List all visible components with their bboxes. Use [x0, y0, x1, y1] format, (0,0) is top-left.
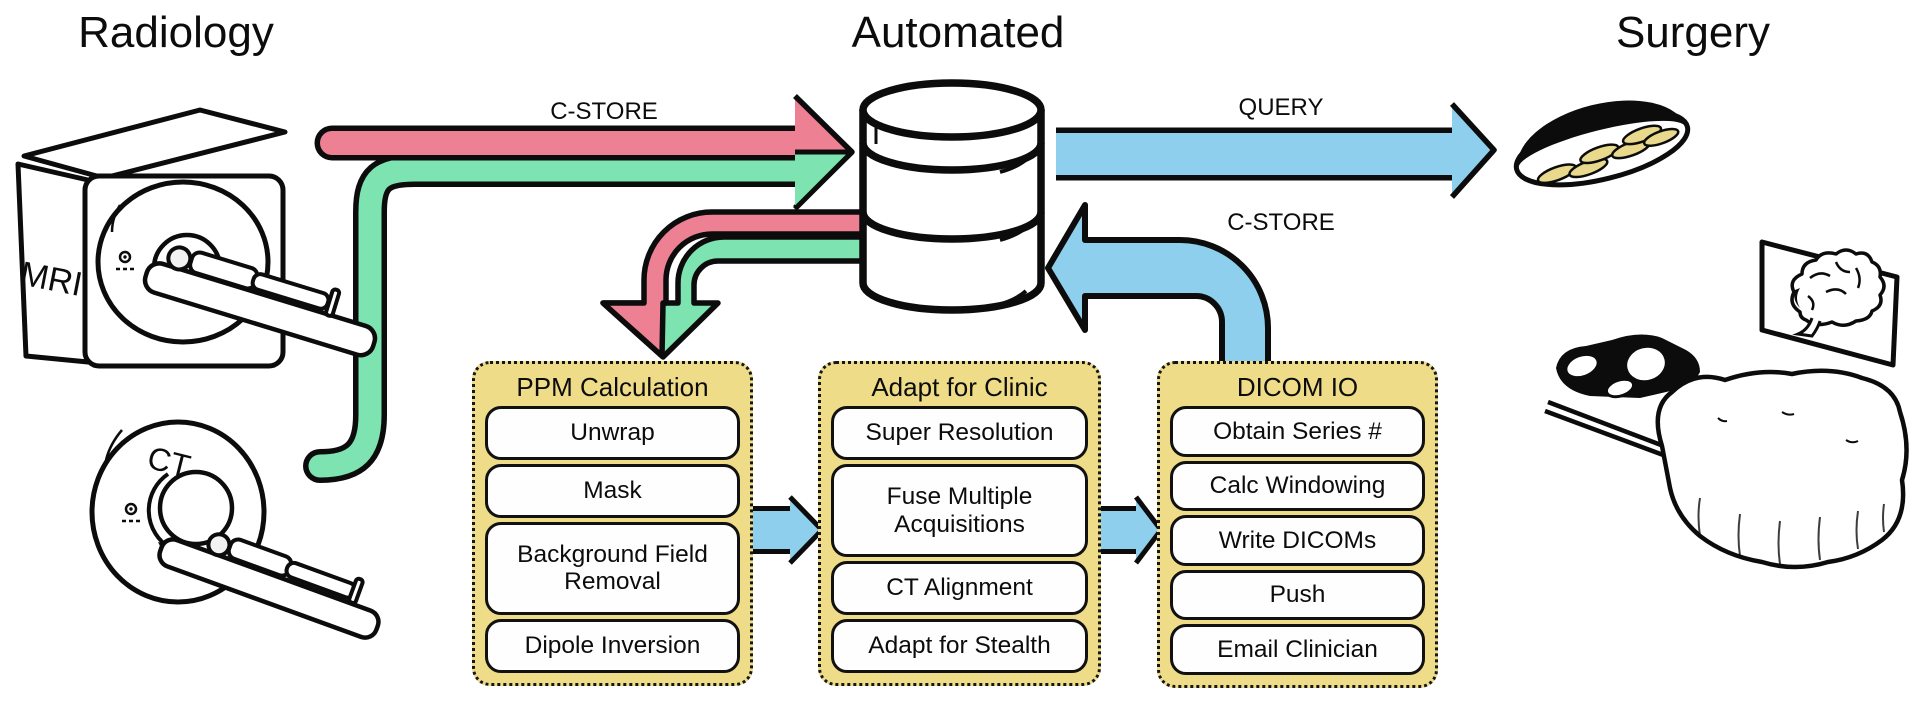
- arrow-db-to-ppm-pink: [600, 209, 883, 359]
- step-push: Push: [1170, 569, 1425, 621]
- surgical-lamp-illustration: [1513, 100, 1691, 188]
- arrow-ppm-to-adapt: [752, 495, 825, 565]
- panel-adapt-for-clinic: Adapt for Clinic Super Resolution Fuse M…: [818, 361, 1101, 686]
- surgery-patient-illustration: [1544, 334, 1909, 570]
- panel-ppm-calculation: PPM Calculation Unwrap Mask Background F…: [472, 361, 753, 686]
- panel-steps: Obtain Series # Calc Windowing Write DIC…: [1170, 406, 1425, 675]
- surgical-drape: [1655, 368, 1909, 570]
- section-title-automated: Automated: [851, 8, 1065, 57]
- step-mask: Mask: [485, 463, 740, 518]
- arrowhead-into-db: [793, 94, 855, 211]
- step-calc-windowing: Calc Windowing: [1170, 460, 1425, 512]
- panel-steps: Super Resolution Fuse Multiple Acquisiti…: [831, 406, 1088, 673]
- step-obtain-series-number: Obtain Series #: [1170, 406, 1425, 457]
- panel-title: PPM Calculation: [516, 371, 709, 402]
- label-query: QUERY: [1238, 94, 1324, 121]
- step-super-resolution: Super Resolution: [831, 406, 1088, 460]
- radiation-mark-icon: [122, 502, 140, 523]
- step-ct-alignment: CT Alignment: [831, 561, 1088, 616]
- step-fuse-multiple-acquisitions: Fuse Multiple Acquisitions: [831, 463, 1088, 558]
- radiation-mark-icon: [116, 250, 134, 271]
- arrow-ct-to-db-green: [303, 153, 817, 483]
- label-cstore-return: C-STORE: [1227, 209, 1335, 236]
- panel-title: Adapt for Clinic: [871, 371, 1048, 402]
- step-adapt-for-stealth: Adapt for Stealth: [831, 619, 1088, 673]
- panel-dicom-io: DICOM IO Obtain Series # Calc Windowing …: [1157, 361, 1438, 688]
- section-title-radiology: Radiology: [78, 8, 274, 57]
- brain-monitor-illustration: [1759, 239, 1900, 368]
- brain-image: [1790, 248, 1886, 327]
- panel-title: DICOM IO: [1236, 371, 1359, 402]
- step-unwrap: Unwrap: [485, 406, 740, 460]
- arrow-dicom-to-db-blue: [1045, 202, 1271, 367]
- step-dipole-inversion: Dipole Inversion: [485, 619, 740, 673]
- mri-scanner-illustration: MRI: [15, 107, 378, 369]
- step-write-dicoms: Write DICOMs: [1170, 515, 1425, 566]
- section-title-surgery: Surgery: [1615, 8, 1771, 57]
- arrow-query-db-to-surgery: [1056, 102, 1497, 199]
- label-cstore-to-db: C-STORE: [550, 98, 658, 125]
- arrow-adapt-to-dicom: [1098, 495, 1164, 565]
- database-icon: [859, 79, 1045, 314]
- panel-steps: Unwrap Mask Background Field Removal Dip…: [485, 406, 740, 673]
- step-email-clinician: Email Clinician: [1170, 624, 1425, 675]
- ct-scanner-illustration: CT: [89, 419, 381, 640]
- step-background-field-removal: Background Field Removal: [485, 521, 740, 616]
